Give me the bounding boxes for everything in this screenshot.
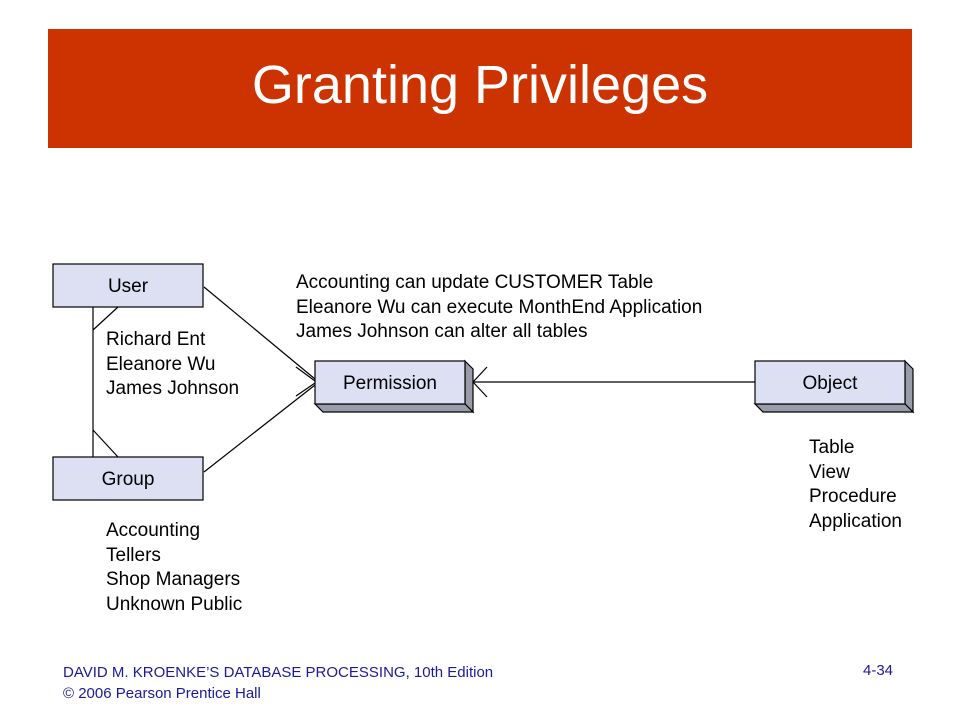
user-example: Richard Ent — [106, 329, 206, 350]
user-example: James Johnson — [106, 378, 240, 399]
permission-example: James Johnson can alter all tables — [296, 321, 588, 342]
group-examples: Accounting Tellers Shop Managers Unknown… — [106, 519, 242, 617]
user-crowsfoot — [92, 306, 119, 331]
object-type: Application — [809, 510, 902, 532]
group-permission-line — [203, 384, 316, 473]
group-example: Unknown Public — [106, 593, 243, 615]
group-example: Tellers — [106, 544, 161, 566]
user-examples: Richard Ent Eleanore Wu James Johnson — [106, 328, 239, 402]
object-entity: Object — [753, 359, 915, 414]
group-entity: Group — [52, 456, 204, 501]
object-types: Table View Procedure Application — [809, 436, 902, 534]
page-number: 4-34 — [863, 662, 894, 679]
permission-example: Accounting can update CUSTOMER Table — [296, 272, 654, 293]
object-type: Table — [809, 437, 855, 458]
object-label: Object — [803, 373, 859, 394]
group-example: Accounting — [106, 520, 201, 541]
permission-examples: Accounting can update CUSTOMER Table Ele… — [296, 271, 702, 345]
group-crowsfoot — [92, 429, 119, 458]
permission-example: Eleanore Wu can execute MonthEnd Applica… — [296, 296, 703, 318]
object-type: View — [809, 461, 850, 483]
title-bar: Granting Privileges — [48, 29, 912, 148]
relationship-lines — [92, 286, 755, 473]
user-label: User — [108, 276, 149, 297]
permission-entity: Permission — [313, 359, 475, 414]
slide-title: Granting Privileges — [251, 54, 709, 115]
user-example: Eleanore Wu — [106, 353, 216, 375]
group-example: Shop Managers — [106, 569, 241, 590]
group-label: Group — [102, 469, 155, 490]
footer-citation: DAVID M. KROENKE’S DATABASE PROCESSING, … — [63, 662, 493, 704]
permission-right-crowsfoot-bottom — [472, 381, 488, 398]
user-permission-line — [203, 286, 316, 380]
permission-right-crowsfoot-top — [472, 366, 488, 383]
user-entity: User — [52, 263, 204, 308]
object-type: Procedure — [809, 486, 897, 507]
footer-copyright: © 2006 Pearson Prentice Hall — [63, 685, 261, 702]
permission-crowsfoot-bottom — [295, 382, 316, 397]
permission-label: Permission — [343, 373, 437, 394]
permission-crowsfoot-top — [295, 366, 316, 382]
footer-book-title: DAVID M. KROENKE’S DATABASE PROCESSING, … — [63, 664, 494, 681]
